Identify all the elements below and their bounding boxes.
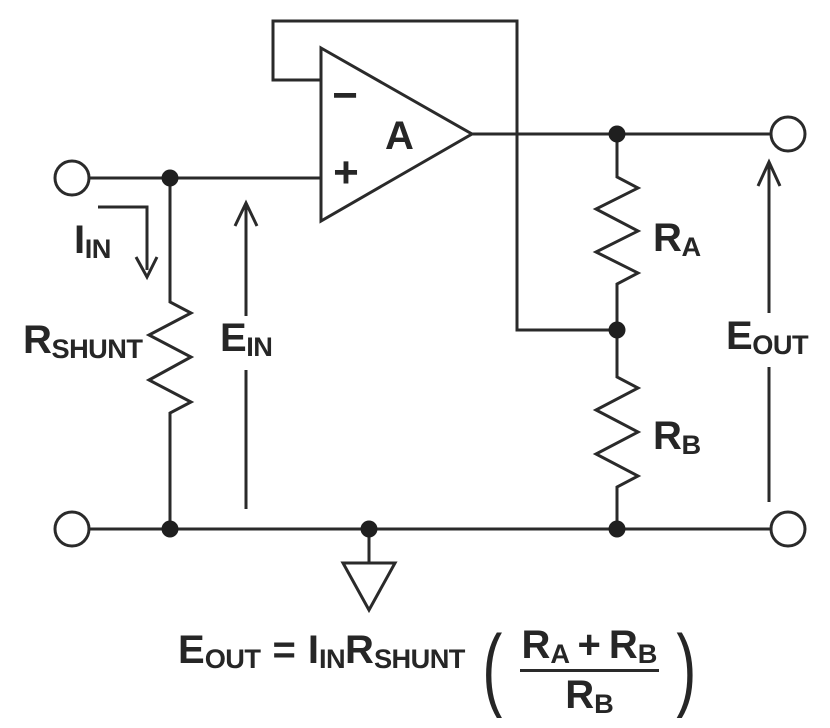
- opamp-inverting-input-sign: −: [332, 71, 358, 120]
- output-return-terminal: [769, 510, 807, 548]
- formula-iin-base: I: [307, 628, 319, 672]
- formula-denominator: RB: [563, 673, 615, 717]
- eout-arrowhead-icon: [756, 158, 782, 187]
- input-voltage-label: EIN: [218, 316, 275, 360]
- formula-den-base: R: [565, 673, 595, 717]
- feedback-wire: [271, 19, 617, 332]
- resistor-a-base: R: [653, 216, 682, 260]
- opamp-noninverting-input-sign: +: [333, 148, 359, 197]
- formula-den-sub: B: [594, 687, 614, 719]
- junction-dot-shunt-ground: [161, 520, 179, 538]
- resistor-shunt: [145, 178, 195, 529]
- formula-numerator: RA+RB: [520, 623, 659, 667]
- formula-rshunt-base: R: [345, 628, 374, 672]
- resistor-a-sub: A: [681, 230, 702, 262]
- formula-iin-sub: IN: [318, 642, 346, 674]
- transfer-function-formula: EOUT = IINRSHUNT ( RA+RB RB ): [178, 617, 701, 719]
- shunt-resistor-label: RSHUNT: [23, 318, 143, 362]
- formula-iin-rshunt: IINRSHUNT: [307, 628, 466, 672]
- junction-dot-input: [161, 169, 179, 187]
- formula-eout: EOUT: [178, 628, 261, 672]
- output-voltage-base: E: [726, 314, 753, 358]
- output-voltage-sub: OUT: [752, 328, 809, 360]
- input-current-sub: IN: [84, 232, 112, 264]
- resistor-b: [592, 330, 642, 529]
- formula-num-r1-sub: A: [550, 637, 570, 669]
- junction-dot-output-ra: [608, 125, 626, 143]
- iin-arrow-shaft: [98, 205, 149, 270]
- resistor-b-sub: B: [681, 428, 702, 460]
- opamp-triangle: [319, 45, 476, 224]
- input-terminal: [53, 159, 91, 197]
- input-current-base: I: [74, 218, 85, 262]
- junction-dot-ground-symbol: [360, 520, 378, 538]
- formula-open-paren: (: [482, 617, 503, 719]
- formula-eout-base: E: [178, 628, 205, 672]
- input-current-label: IIN: [74, 218, 111, 262]
- junction-dot-ra-rb: [608, 321, 626, 339]
- formula-equals: =: [272, 628, 296, 672]
- input-voltage-sub: IN: [246, 330, 273, 362]
- formula-close-paren: ): [676, 617, 697, 719]
- shunt-resistor-sub: SHUNT: [51, 332, 143, 364]
- formula-num-r2-base: R: [608, 623, 638, 667]
- formula-num-r2-sub: B: [637, 637, 658, 669]
- formula-fraction: RA+RB RB: [519, 623, 659, 717]
- iin-arrowhead-icon: [134, 256, 159, 281]
- resistor-b-label: RB: [653, 414, 701, 458]
- ein-arrowhead-icon: [233, 199, 259, 227]
- input-return-terminal: [53, 510, 91, 548]
- ground-symbol-icon: [340, 561, 398, 614]
- resistor-a-label: RA: [653, 216, 701, 260]
- output-voltage-label: EOUT: [724, 314, 811, 358]
- formula-num-r1-base: R: [521, 623, 551, 667]
- resistor-a: [592, 134, 642, 330]
- formula-eout-sub: OUT: [204, 642, 261, 674]
- opamp-gain-label: A: [385, 114, 414, 158]
- formula-rshunt-sub: SHUNT: [373, 642, 465, 674]
- output-terminal: [769, 115, 807, 153]
- input-voltage-base: E: [220, 316, 247, 360]
- resistor-b-base: R: [653, 414, 682, 458]
- junction-dot-rb-ground: [608, 520, 626, 538]
- formula-fraction-bar: [519, 669, 659, 672]
- formula-num-plus: +: [577, 623, 601, 667]
- shunt-resistor-base: R: [23, 318, 52, 362]
